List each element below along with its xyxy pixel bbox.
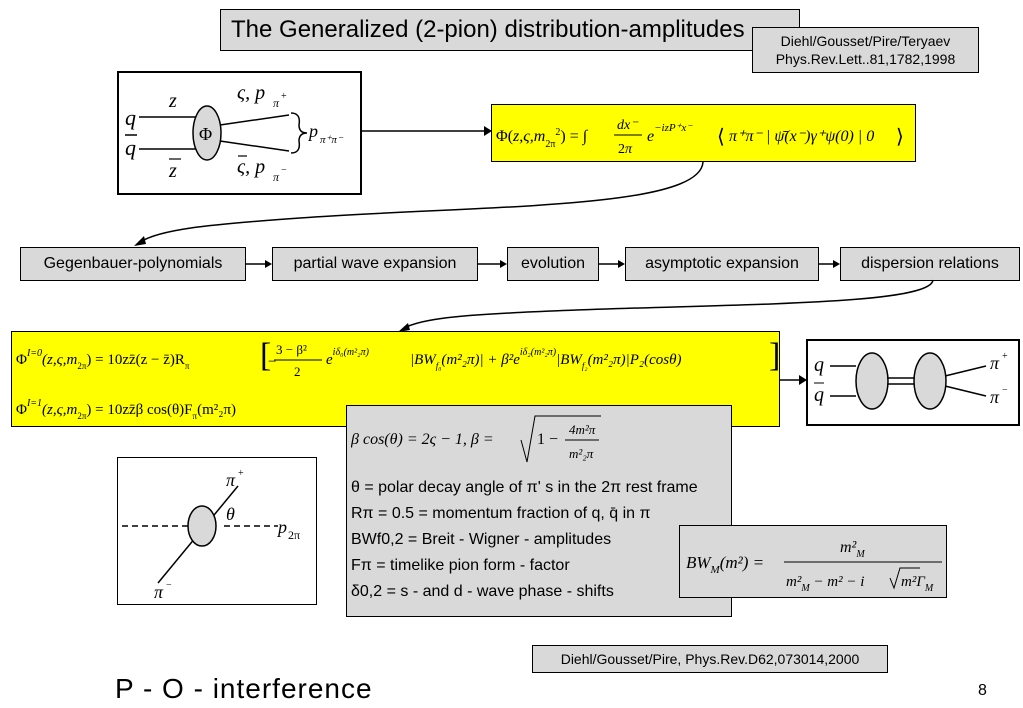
svg-text:β cos(θ) = 2ς − 1, β =: β cos(θ) = 2ς − 1, β = — [351, 431, 494, 448]
legend-line-rpi: Rπ = 0.5 = momentum fraction of q, q̄ in… — [351, 505, 651, 522]
phi-definition-formula: Φ(z,ς,m2π2) = ∫ dx⁻ 2π e−izP⁺x⁻ ⟨ π⁺π⁻ |… — [491, 104, 916, 162]
flow-step-dispersion: dispersion relations — [840, 247, 1020, 281]
reference-bottom: Diehl/Gousset/Pire, Phys.Rev.D62,073014,… — [532, 645, 888, 673]
svg-text:π: π — [273, 170, 280, 184]
svg-text:π: π — [273, 96, 280, 110]
flow-arrows — [246, 260, 840, 268]
svg-text:3 − β²: 3 − β² — [276, 342, 307, 357]
svg-text:q: q — [125, 105, 136, 130]
flow-step-evolution: evolution — [507, 247, 599, 281]
svg-text:q: q — [125, 135, 136, 160]
beta-definition: β cos(θ) = 2ς − 1, β = 1 − 4m²π m²₂π — [350, 415, 601, 463]
svg-text:π: π — [990, 353, 1000, 373]
svg-text:−: − — [281, 165, 287, 176]
svg-text:m²M − m² − i: m²M − m² − i — [786, 574, 864, 594]
legend-line-fpi: Fπ = timelike pion form - factor — [351, 557, 570, 574]
svg-text:ΦI=1(z,ς,m2π) = 10zz̄β cos(θ)F: ΦI=1(z,ς,m2π) = 10zz̄β cos(θ)Fπ(m²₂π) — [16, 398, 236, 421]
svg-text:|BWf₀(m²₂π)| + β²eiδ₂(m²₂π)|BW: |BWf₀(m²₂π)| + β²eiδ₂(m²₂π)|BWf₂(m²₂π)|P… — [410, 347, 681, 371]
arrow-to-meson-diagram — [780, 375, 807, 385]
svg-text:−: − — [1002, 385, 1008, 396]
svg-text:eiδ₀(m²₂π): eiδ₀(m²₂π) — [326, 347, 370, 368]
curved-arrow-top — [134, 161, 704, 246]
svg-text:π: π — [154, 582, 164, 602]
flow-step-partial-wave: partial wave expansion — [272, 247, 478, 281]
svg-text:q: q — [814, 354, 824, 376]
svg-text:q: q — [814, 384, 824, 406]
legend-line-delta: δ0,2 = s - and d - wave phase - shifts — [351, 583, 614, 600]
legend-line-theta: θ = polar decay angle of π' s in the 2π … — [351, 479, 698, 496]
svg-text:ΦI=0(z,ς,m2π) = 10zz̄(z − z̄)R: ΦI=0(z,ς,m2π) = 10zz̄(z − z̄)Rπ — [16, 348, 190, 371]
svg-text:ς, p: ς, p — [237, 156, 265, 178]
flow-step-asymptotic: asymptotic expansion — [625, 247, 819, 281]
reference-top: Diehl/Gousset/Pire/Teryaev Phys.Rev.Lett… — [752, 27, 979, 73]
svg-text:e−izP⁺x⁻: e−izP⁺x⁻ — [647, 122, 693, 145]
svg-text:z: z — [168, 160, 177, 182]
svg-text:[: [ — [260, 337, 271, 374]
svg-text:π⁺π⁻ | ψ̄(x⁻)γ⁺ψ(0) | 0: π⁺π⁻ | ψ̄(x⁻)γ⁺ψ(0) | 0 — [729, 128, 874, 145]
svg-text:−: − — [268, 354, 276, 370]
page-number: 8 — [978, 682, 987, 699]
svg-text:2: 2 — [294, 364, 301, 379]
svg-text:θ: θ — [226, 504, 235, 524]
curved-arrow-bottom — [398, 279, 934, 332]
svg-text:]: ] — [769, 337, 779, 374]
phi-diagram-box: q q z z Φ ς, p π + ς, p π − p π⁺π⁻ — [117, 71, 362, 195]
flow-step-gegenbauer: Gegenbauer-polynomials — [20, 247, 246, 281]
svg-text:Φ(z,ς,m2π2) = ∫: Φ(z,ς,m2π2) = ∫ — [496, 127, 589, 150]
svg-text:π: π — [990, 387, 1000, 407]
svg-text:m²₂π: m²₂π — [569, 446, 594, 461]
arrow-diagram-to-formula — [362, 126, 492, 136]
svg-text:−: − — [166, 580, 172, 591]
phi-diagram: q q z z Φ ς, p π + ς, p π − p π⁺π⁻ — [125, 82, 344, 184]
svg-text:Φ: Φ — [199, 124, 212, 144]
svg-text:⟨: ⟨ — [717, 126, 725, 148]
reference-top-line2: Phys.Rev.Lett..81,1782,1998 — [775, 51, 956, 67]
meson-exchange-diagram-box: q q π+ π− — [806, 339, 1020, 426]
legend-line-bw: BWf0,2 = Breit - Wigner - amplitudes — [351, 531, 612, 548]
svg-text:dx⁻: dx⁻ — [617, 118, 639, 133]
svg-text:p: p — [307, 121, 318, 141]
legend-box: β cos(θ) = 2ς − 1, β = 1 − 4m²π m²₂π θ =… — [346, 405, 732, 617]
svg-text:+: + — [1002, 351, 1008, 362]
svg-text:π⁺π⁻: π⁺π⁻ — [320, 134, 344, 146]
svg-text:ς, p: ς, p — [237, 82, 265, 104]
footer-label: P - O - interference — [115, 673, 373, 704]
svg-text:+: + — [281, 91, 287, 102]
breit-wigner-formula: BWM(m²) = m²M m²M − m² − i m²ΓM — [679, 525, 947, 598]
svg-text:2π: 2π — [288, 528, 300, 542]
svg-text:p: p — [276, 517, 287, 537]
svg-text:m²M: m²M — [840, 539, 865, 560]
svg-text:π: π — [226, 470, 236, 490]
svg-text:4m²π: 4m²π — [569, 422, 596, 437]
slide-title: The Generalized (2-pion) distribution-am… — [220, 9, 800, 51]
svg-text:⟩: ⟩ — [896, 126, 904, 148]
svg-text:z: z — [168, 90, 177, 112]
svg-text:m²ΓM: m²ΓM — [901, 574, 934, 594]
svg-text:1 −: 1 − — [537, 431, 558, 448]
meson-exchange-diagram: q q π+ π− — [814, 351, 1008, 410]
reference-top-line1: Diehl/Gousset/Pire/Teryaev — [780, 33, 951, 49]
svg-text:2π: 2π — [618, 142, 633, 157]
svg-text:BWM(m²) =: BWM(m²) = — [686, 553, 764, 576]
svg-text:+: + — [238, 468, 244, 479]
